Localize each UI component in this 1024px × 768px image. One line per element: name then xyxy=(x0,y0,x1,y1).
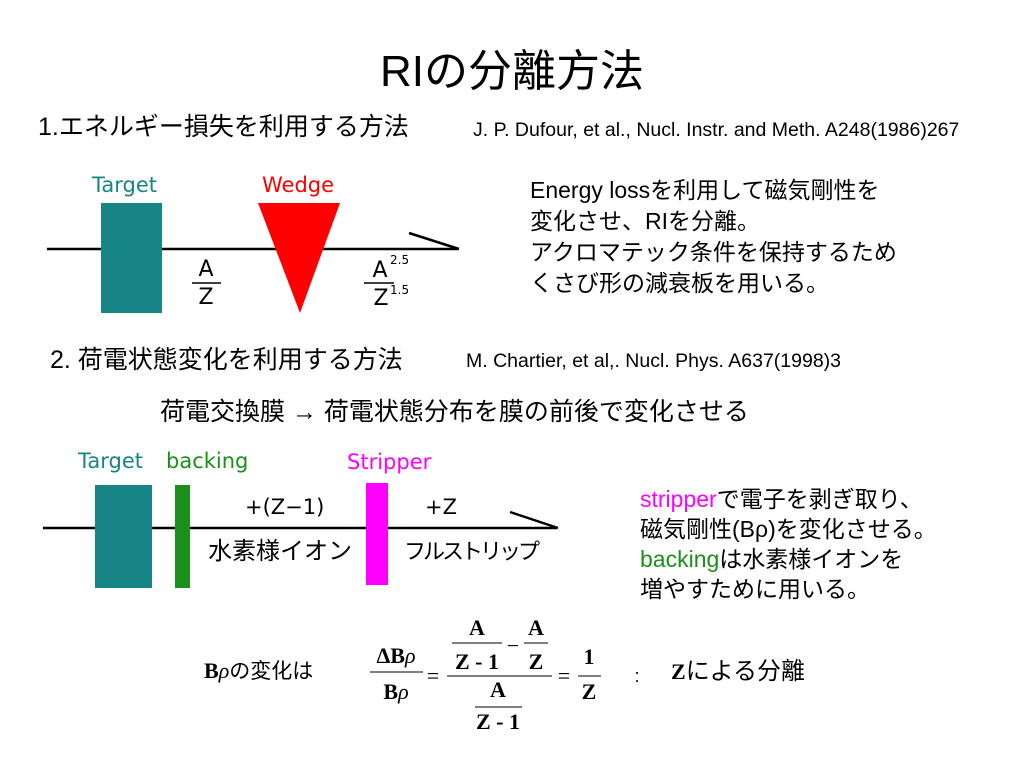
description-line: アクロマテック条件を保持するため xyxy=(530,239,897,265)
backing-highlight: backing xyxy=(640,546,720,572)
formula-equals: = xyxy=(557,663,571,688)
formula-minus: − xyxy=(506,633,520,658)
charge-state-before: +(Z−1) xyxy=(245,495,325,519)
formula-equals: = xyxy=(426,663,440,688)
section1-reference: J. P. Dufour, et al., Nucl. Instr. and M… xyxy=(473,119,960,141)
formula-ratio-denominator: Bρ xyxy=(370,679,422,705)
formula-rho: ρ xyxy=(398,679,409,704)
formula-term1-denominator: Z - 1 xyxy=(455,649,499,674)
formula-denominator-numerator: A xyxy=(490,677,506,702)
ion-type-before: 水素様イオン xyxy=(208,538,352,565)
diagram1-target xyxy=(101,203,162,313)
ratio-before-numerator: A xyxy=(198,257,214,282)
formula-result-numerator: 1 xyxy=(583,644,595,669)
formula-label-B: B xyxy=(204,658,219,683)
diagram2-target-label: Target xyxy=(78,449,143,473)
description-line: backingは水素様イオンを xyxy=(640,544,937,574)
description-line: くさび形の減衰板を用いる。 xyxy=(530,270,829,296)
description-text: は水素様イオンを xyxy=(719,546,904,572)
diagram2-target xyxy=(95,485,152,588)
formula-result-denominator: Z xyxy=(581,679,597,704)
formula-conclusion-Z: Z xyxy=(671,659,686,684)
stripper-label: Stripper xyxy=(347,450,432,474)
stripper-highlight: stripper xyxy=(640,486,717,512)
formula-term2-numerator: A xyxy=(528,615,544,640)
formula-term2-denominator: Z xyxy=(528,649,544,674)
formula-denominator-denominator: Z - 1 xyxy=(476,709,520,734)
stripper-foil xyxy=(366,483,388,585)
description-line: 変化させ、RIを分離。 xyxy=(530,208,760,234)
ratio-after-denominator-exponent: 1.5 xyxy=(390,283,410,297)
section2-reference: M. Chartier, et al,. Nucl. Phys. A637(19… xyxy=(466,350,842,372)
description-text: で電子を剥ぎ取り、 xyxy=(716,486,923,512)
section2-subtitle: 荷電交換膜 → 荷電状態分布を膜の前後で変化させる xyxy=(160,398,749,426)
wedge-label: Wedge xyxy=(262,173,335,197)
diagram2-beam-arrowhead xyxy=(509,510,559,530)
section1-heading: 1.エネルギー損失を利用する方法 xyxy=(38,113,409,141)
diagram1-beam-arrowhead xyxy=(408,231,460,251)
section2-heading: 2. 荷電状態変化を利用する方法 xyxy=(50,346,403,374)
formula-B: B xyxy=(383,679,399,704)
formula-separator: : xyxy=(634,666,640,686)
ratio-before-denominator: Z xyxy=(198,285,214,310)
formula-label-text: の変化は xyxy=(229,660,314,683)
description-line: Energy lossを利用して磁気剛性を xyxy=(530,177,880,203)
description-text: 磁気剛性(Bρ)を変化させる。 xyxy=(640,516,937,542)
formula-label-rho: ρ xyxy=(218,658,230,683)
backing-foil xyxy=(175,485,190,588)
formula-ratio-numerator: ΔBρ xyxy=(370,643,422,669)
diagram1-target-label: Target xyxy=(92,173,157,197)
ratio-after-denominator: Z xyxy=(373,286,389,311)
description-text: 増やすために用いる。 xyxy=(640,576,870,602)
slide-title: RIの分離方法 xyxy=(380,47,644,96)
section1-description: Energy lossを利用して磁気剛性を 変化させ、RIを分離。 アクロマテッ… xyxy=(530,175,897,299)
ratio-after-numerator-exponent: 2.5 xyxy=(390,253,410,267)
formula-rho: ρ xyxy=(404,643,416,668)
wedge-degrader xyxy=(258,203,340,313)
ion-type-after: フルストリップ xyxy=(404,539,540,564)
description-line: 磁気剛性(Bρ)を変化させる。 xyxy=(640,514,937,544)
charge-state-after: +Z xyxy=(425,495,457,519)
ratio-after-numerator: A xyxy=(372,258,388,283)
section2-description: stripperで電子を剥ぎ取り、 磁気剛性(Bρ)を変化させる。 backin… xyxy=(640,484,937,604)
formula-label: Bρの変化は xyxy=(204,658,313,687)
description-line: stripperで電子を剥ぎ取り、 xyxy=(640,484,937,514)
formula-conclusion-text: による分離 xyxy=(685,658,805,685)
formula-conclusion: Zによる分離 xyxy=(671,657,805,690)
formula-delta-B: ΔB xyxy=(376,643,405,668)
formula-term1-numerator: A xyxy=(469,615,485,640)
backing-label: backing xyxy=(166,449,249,473)
description-line: 増やすために用いる。 xyxy=(640,574,937,604)
